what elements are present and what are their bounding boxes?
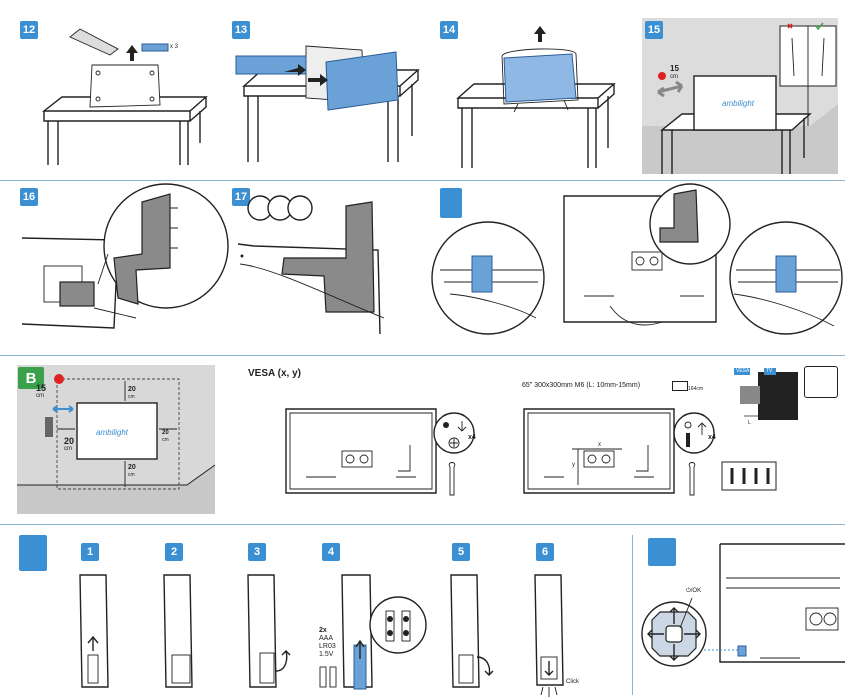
- section-b-badge: B: [18, 367, 44, 389]
- wall-top-distance: 20: [128, 386, 136, 393]
- step-15-badge: 15: [645, 21, 663, 39]
- step-15-unit: cm: [670, 74, 678, 80]
- step-12-illustration: [41, 28, 208, 165]
- click-label: Click: [566, 679, 579, 685]
- tv-tag-label: TV: [766, 368, 773, 374]
- wall-bottom-unit: cm: [128, 472, 135, 478]
- step-16-badge: 16: [20, 188, 38, 206]
- step-13-illustration: [235, 45, 420, 162]
- two-person-icon: [804, 366, 838, 398]
- vesa-tag: [734, 368, 750, 375]
- remote-step-6: [534, 574, 564, 697]
- step-13-badge: 13: [232, 21, 250, 39]
- remote-step-1-badge: 1: [81, 543, 99, 561]
- wall-tv-logo: ambilight: [96, 428, 129, 437]
- wall-side-unit: cm: [36, 393, 44, 399]
- remote-icon: [19, 535, 47, 571]
- joystick-target-icon: [648, 538, 676, 566]
- battery-type: AAA: [319, 635, 334, 642]
- vesa-left-screw-count: x4: [468, 434, 476, 441]
- remote-step-5-badge: 5: [452, 543, 470, 561]
- wall-left-distance: 20: [64, 436, 75, 446]
- step-14-illustration: [456, 26, 616, 168]
- step-15-distance: 15: [670, 64, 679, 73]
- step-16-illustration: [21, 183, 229, 329]
- separator-vertical: [632, 535, 633, 695]
- vesa-right-tv: [523, 408, 715, 496]
- wall-bottom-distance: 20: [128, 464, 136, 471]
- wall-right-unit: cm: [162, 437, 169, 443]
- remote-step-1: [79, 574, 109, 688]
- vesa-left-tv: [285, 408, 475, 496]
- remote-step-3-badge: 3: [248, 543, 266, 561]
- separator-3: [0, 524, 845, 525]
- screw-length-label: L: [748, 420, 751, 426]
- screen-size-icon: [672, 381, 688, 391]
- joystick-illustration: [641, 543, 845, 667]
- remote-step-6-badge: 6: [536, 543, 554, 561]
- vesa-mount-depth-illustration: [740, 372, 798, 420]
- wall-right-distance: 20: [162, 430, 169, 436]
- tv-tag: [764, 368, 776, 375]
- vesa-title: VESA (x, y): [248, 368, 301, 379]
- step-15-illustration: [642, 22, 838, 174]
- battery-voltage: 1.5V: [319, 651, 334, 658]
- remote-step-4: [319, 574, 427, 690]
- vesa-y-label: y: [572, 462, 575, 468]
- screen-size-label: 164cm: [688, 386, 704, 392]
- wall-side-distance: 15: [36, 383, 47, 393]
- cable-routing-illustration: [431, 183, 843, 335]
- vesa-right-screw-count: x4: [708, 434, 716, 441]
- ambilight-logo: ambilight: [722, 99, 755, 108]
- separator-1: [0, 180, 845, 181]
- screw-set-icon: [721, 461, 777, 491]
- remote-step-3: [247, 574, 291, 688]
- vesa-x-label: x: [598, 442, 601, 448]
- power-ok-label: ⏻/OK: [686, 588, 702, 594]
- wall-top-unit: cm: [128, 394, 135, 400]
- battery-code: LR03: [319, 643, 336, 650]
- step-17-illustration: [237, 195, 385, 335]
- vesa-spec: 65" 300x300mm M6 (L: 10mm-15mm): [522, 382, 641, 389]
- step-12-quantity: x 3: [170, 44, 179, 50]
- remote-step-5: [450, 574, 494, 688]
- step-14-badge: 14: [440, 21, 458, 39]
- cable-clip-icon: [440, 188, 462, 218]
- vesa-tag-label: VESA: [736, 368, 750, 374]
- battery-count: 2x: [319, 627, 327, 634]
- separator-2: [0, 355, 845, 356]
- remote-step-4-badge: 4: [322, 543, 340, 561]
- wall-mount-illustration: [17, 374, 216, 514]
- wall-left-unit: cm: [64, 446, 72, 452]
- remote-step-2: [163, 574, 193, 688]
- remote-step-2-badge: 2: [165, 543, 183, 561]
- step-17-badge: 17: [232, 188, 250, 206]
- step-12-badge: 12: [20, 21, 38, 39]
